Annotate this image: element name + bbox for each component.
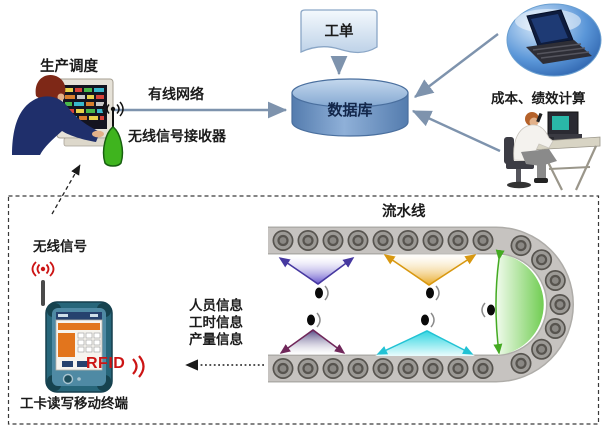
rfid-terminal-icon	[31, 261, 113, 393]
rfid-label: RFID	[86, 355, 126, 372]
office-chair-icon	[504, 137, 514, 164]
laptop-orb-icon	[506, 3, 602, 77]
work-hours-info-label: 工时信息	[189, 315, 243, 330]
wireless-signal-label: 无线信号	[33, 239, 87, 254]
wireless-receiver-label: 无线信号接收器	[128, 128, 226, 144]
conveyor-belt-icon	[268, 226, 574, 383]
cyan-cone	[375, 330, 475, 356]
work-order-label: 工单	[324, 24, 354, 40]
database-cylinder-icon	[291, 78, 409, 137]
personnel-info-label: 人员信息	[189, 298, 243, 313]
rfid-signal-arcs-icon	[132, 355, 145, 378]
cost-performance-label: 成本、绩效计算	[491, 91, 586, 106]
accountant-figure	[504, 111, 601, 191]
database-label: 数据库	[327, 102, 373, 119]
terminal-keypad	[77, 332, 101, 353]
violet-cone	[277, 256, 356, 285]
mauve-cone	[279, 329, 346, 355]
red-wireless-signal-icon	[31, 261, 55, 277]
wired-network-label: 有线网络	[148, 86, 204, 102]
worker-icons	[307, 285, 495, 328]
cost-to-database-arrow	[411, 109, 501, 153]
output-info-label: 产量信息	[189, 332, 243, 347]
production-scheduling-label: 生产调度	[40, 59, 98, 75]
dispatcher-figure	[12, 75, 114, 155]
green-arc-zone	[495, 255, 544, 355]
laptop-to-database-arrow	[414, 33, 499, 98]
work-order-document-icon	[300, 9, 378, 54]
workshop-to-dispatcher-dashed-arrow	[51, 164, 81, 215]
gold-cone	[382, 253, 478, 286]
assembly-line-label: 流水线	[382, 204, 426, 220]
worker-view-cones	[277, 249, 544, 356]
rfid-terminal-label: 工卡读写移动终端	[20, 396, 128, 411]
wireless-receiver-antenna-icon	[102, 101, 124, 167]
workshop-boundary	[7, 195, 600, 425]
info-labels: 人员信息 工时信息 产量信息	[189, 297, 243, 348]
